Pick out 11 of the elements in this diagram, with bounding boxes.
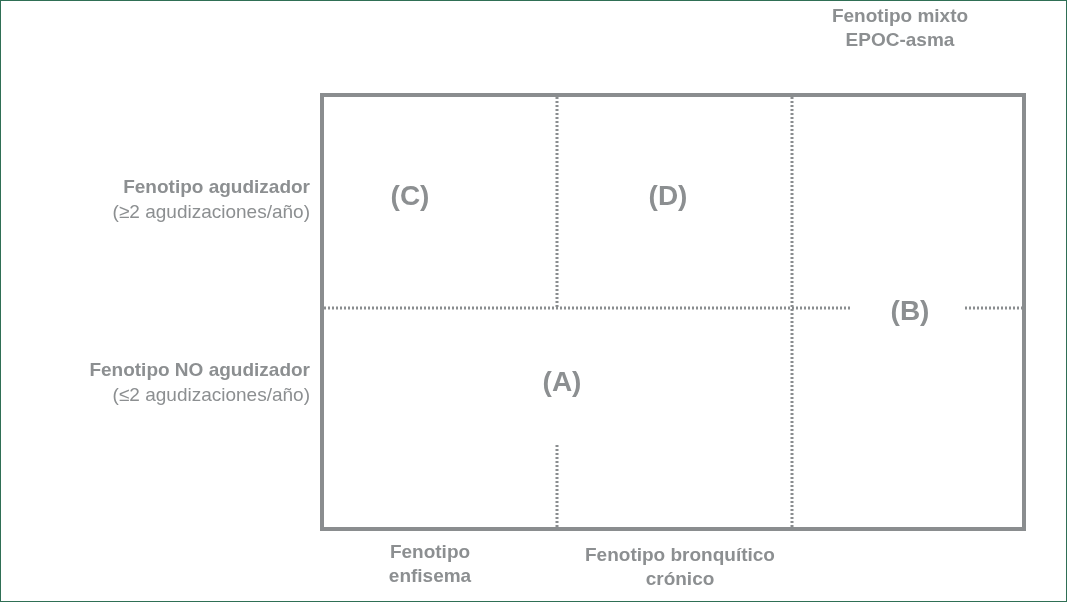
axis-label: Fenotipo bronquítico crónico bbox=[584, 543, 776, 591]
quadrant-letter: (B) bbox=[889, 294, 931, 328]
axis-note: (≥2 agudizaciones/año) bbox=[111, 200, 310, 224]
quadrant-letter: (C) bbox=[389, 179, 431, 213]
axis-label: Fenotipo mixto EPOC-asma bbox=[830, 4, 970, 52]
axis-label: Fenotipo enfisema bbox=[387, 540, 473, 588]
axis-note: (≤2 agudizaciones/año) bbox=[111, 383, 310, 407]
quadrant-letter: (A) bbox=[541, 365, 583, 399]
axis-label: Fenotipo agudizador bbox=[122, 175, 310, 199]
quadrant-letter: (D) bbox=[647, 179, 689, 213]
axis-label: Fenotipo NO agudizador bbox=[88, 358, 310, 382]
